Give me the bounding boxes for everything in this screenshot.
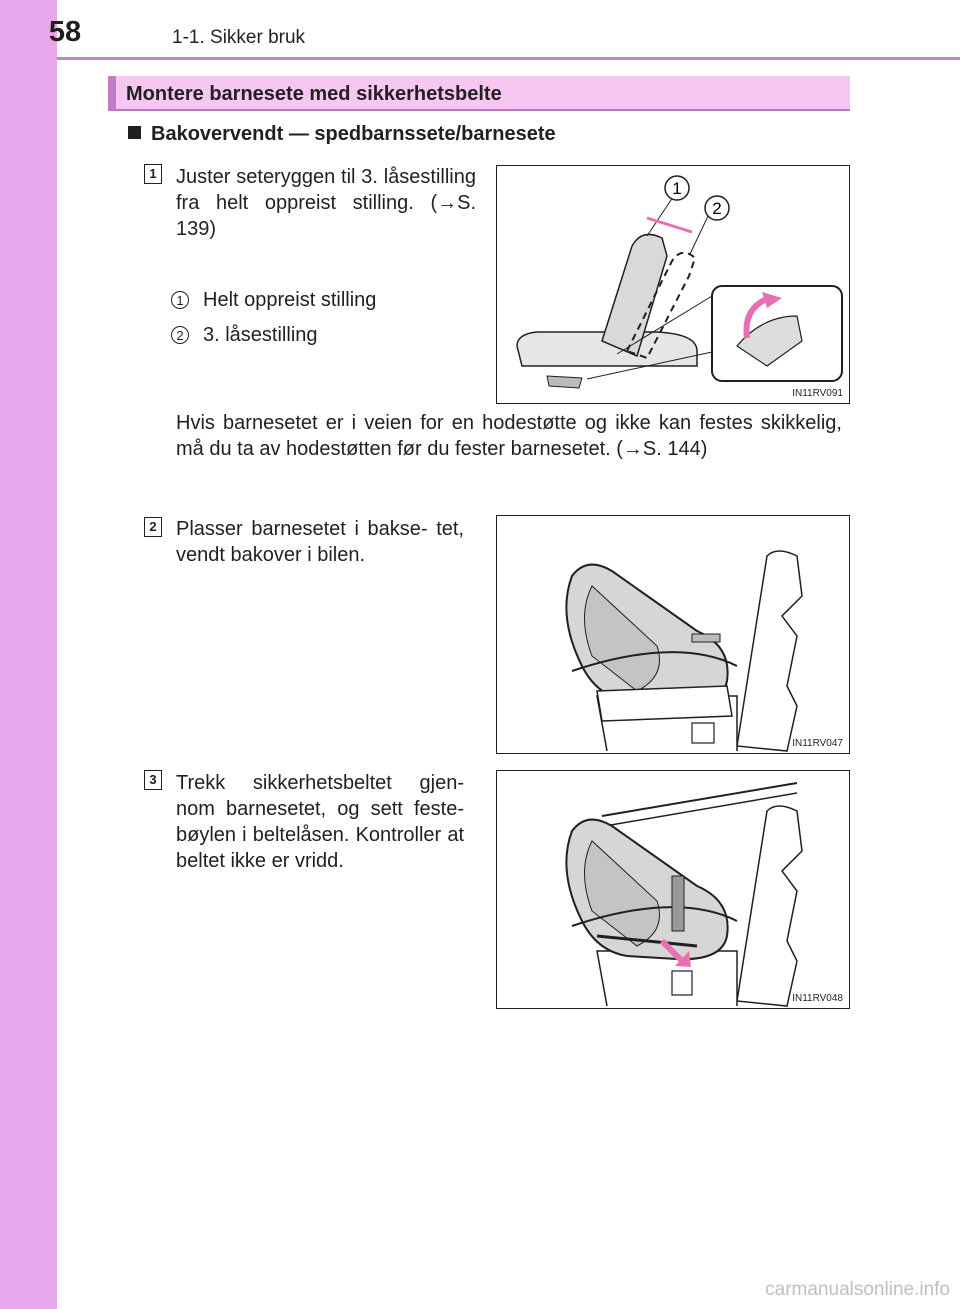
page-number: 58 bbox=[48, 16, 82, 48]
step-number-3: 3 bbox=[144, 770, 162, 790]
square-bullet-icon bbox=[128, 126, 141, 139]
section-title: Montere barnesete med sikkerhetsbelte bbox=[126, 83, 502, 105]
callout-1-text: Helt oppreist stilling bbox=[203, 289, 377, 311]
page-sidebar bbox=[0, 0, 57, 1309]
subheading: Bakovervendt — spedbarnssete/barnesete bbox=[128, 123, 556, 146]
figure-seatback-recline: 1 2 IN11RV091 bbox=[496, 165, 850, 404]
figure-code-3: IN11RV048 bbox=[792, 993, 843, 1004]
watermark: carmanualsonline.info bbox=[765, 1279, 950, 1300]
step-3-text: Trekk sikkerhetsbeltet gjen- nom barnese… bbox=[176, 772, 464, 872]
callout-number-1: 1 bbox=[171, 291, 189, 309]
step-number-1: 1 bbox=[144, 164, 162, 184]
svg-text:2: 2 bbox=[712, 199, 721, 218]
figure-code-1: IN11RV091 bbox=[792, 388, 843, 399]
page-header bbox=[57, 0, 960, 58]
header-rule bbox=[57, 57, 960, 60]
figure-place-child-seat: IN11RV047 bbox=[496, 515, 850, 754]
step-1-note: Hvis barnesetet er i veien for en hodest… bbox=[176, 412, 842, 460]
callout-number-2: 2 bbox=[171, 326, 189, 344]
figure-thread-seatbelt: IN11RV048 bbox=[496, 770, 850, 1009]
section-header: Montere barnesete med sikkerhetsbelte bbox=[108, 76, 850, 111]
step-2-text: Plasser barnesetet i bakse- tet, vendt b… bbox=[176, 518, 464, 566]
step-number-2: 2 bbox=[144, 517, 162, 537]
step-1-text: Juster seteryggen til 3. låsestilling fr… bbox=[176, 166, 476, 240]
callout-2-text: 3. låsestilling bbox=[203, 324, 318, 346]
section-accent bbox=[108, 76, 116, 109]
figure-code-2: IN11RV047 bbox=[792, 738, 843, 749]
chapter-title: 1-1. Sikker bruk bbox=[172, 27, 306, 48]
svg-text:1: 1 bbox=[672, 179, 681, 198]
subheading-text: Bakovervendt — spedbarnssete/barnesete bbox=[151, 123, 556, 145]
